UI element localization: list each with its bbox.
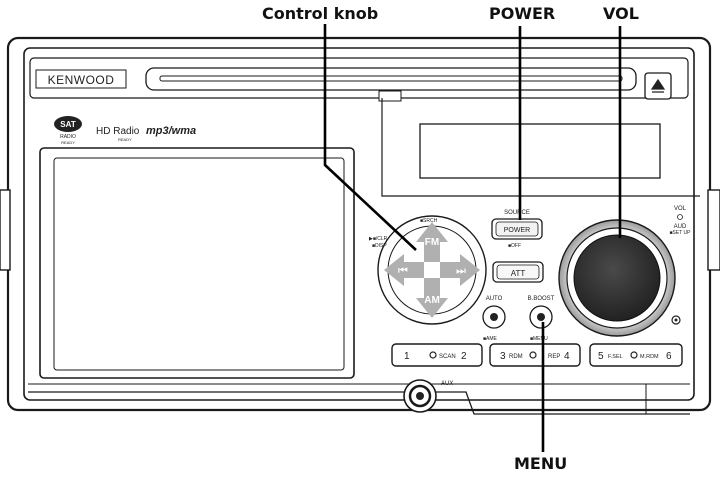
fm-up-arrow[interactable] xyxy=(416,222,448,262)
power-callout: POWER xyxy=(489,4,556,23)
callout-lines xyxy=(323,24,622,452)
left-bracket xyxy=(0,189,11,271)
menu-small-label: ■MENU xyxy=(530,336,548,342)
preset-6-label: 6 xyxy=(666,351,672,362)
off-label: ■OFF xyxy=(508,243,521,249)
aux-jack-core xyxy=(416,392,424,400)
control-knob-leader xyxy=(323,24,417,251)
power-button-label: POWER xyxy=(504,227,530,234)
display-window xyxy=(419,123,661,179)
menu-callout: MENU xyxy=(514,454,568,473)
control-knob-callout: Control knob xyxy=(262,4,379,23)
mrdm-dot-icon xyxy=(630,351,638,359)
clr-label: ▶■/CLR xyxy=(369,236,388,242)
preset-1-2-button[interactable] xyxy=(391,343,483,367)
am-down-arrow[interactable] xyxy=(416,278,448,318)
rep-label: REP xyxy=(548,354,560,360)
power-button-face xyxy=(495,221,539,237)
hd-radio-ready: READY xyxy=(118,137,132,142)
brand-box xyxy=(35,69,127,89)
disp-label: ■DISP xyxy=(372,243,387,249)
bottom-lip xyxy=(28,391,690,415)
seek-back-arrow[interactable] xyxy=(384,254,424,286)
am-label: AM xyxy=(424,295,440,306)
rep-dot-icon xyxy=(529,351,537,359)
mrdm-label: M.RDM xyxy=(640,354,659,360)
preset-1-label: 1 xyxy=(404,351,410,362)
disc-slot-inner xyxy=(159,75,623,82)
hd-radio-logo: HD Radio xyxy=(96,126,140,137)
preset-3-label: 3 xyxy=(500,351,506,362)
bboost-label: B.BOOST xyxy=(528,296,555,302)
preset-5-label: 5 xyxy=(598,351,604,362)
vol-small-label: VOL xyxy=(674,206,687,212)
sat-logo-ready: READY xyxy=(61,140,75,145)
seek-back-icon: ⏮ xyxy=(398,264,408,277)
eject-icon xyxy=(650,78,666,93)
seek-forward-arrow[interactable] xyxy=(440,254,480,286)
auto-button-dot xyxy=(490,313,498,321)
brand-logo: KENWOOD xyxy=(48,73,115,87)
srch-label: ■SRCH xyxy=(420,218,438,224)
seek-forward-icon: ⏭ xyxy=(456,264,466,277)
preset-4-label: 4 xyxy=(564,351,570,362)
direction-arrows xyxy=(384,222,480,318)
remote-sensor-dot xyxy=(674,318,678,322)
bboost-button-dot xyxy=(537,313,545,321)
att-button-label: ATT xyxy=(511,269,526,278)
volume-knob[interactable] xyxy=(573,234,661,322)
scan-label: SCAN xyxy=(439,354,456,360)
fsel-label: F.SEL xyxy=(608,354,623,360)
vol-push-icon xyxy=(677,214,683,220)
display-panel xyxy=(381,98,700,197)
sat-radio-logo xyxy=(54,116,82,132)
fm-label: FM xyxy=(425,237,439,248)
scan-dot-icon xyxy=(429,351,437,359)
format-logo: mp3/wma xyxy=(146,125,196,137)
aud-label: AUD xyxy=(674,224,687,230)
right-bracket xyxy=(707,189,720,271)
auto-label: AUTO xyxy=(486,296,503,302)
sat-logo-text: SAT xyxy=(60,120,76,129)
setup-label: ■SET UP xyxy=(670,230,692,236)
vol-callout: VOL xyxy=(603,4,639,23)
att-button-face xyxy=(496,264,540,280)
slot-notch xyxy=(378,90,402,102)
monitor-screen xyxy=(53,157,345,371)
ame-label: ■AME xyxy=(483,336,498,342)
rdm-label: RDM xyxy=(509,354,523,360)
source-label: SOURCE xyxy=(504,210,530,216)
preset-2-label: 2 xyxy=(461,351,467,362)
aux-label: AUX xyxy=(441,381,453,387)
sat-logo-sub: RADIO xyxy=(60,134,76,140)
